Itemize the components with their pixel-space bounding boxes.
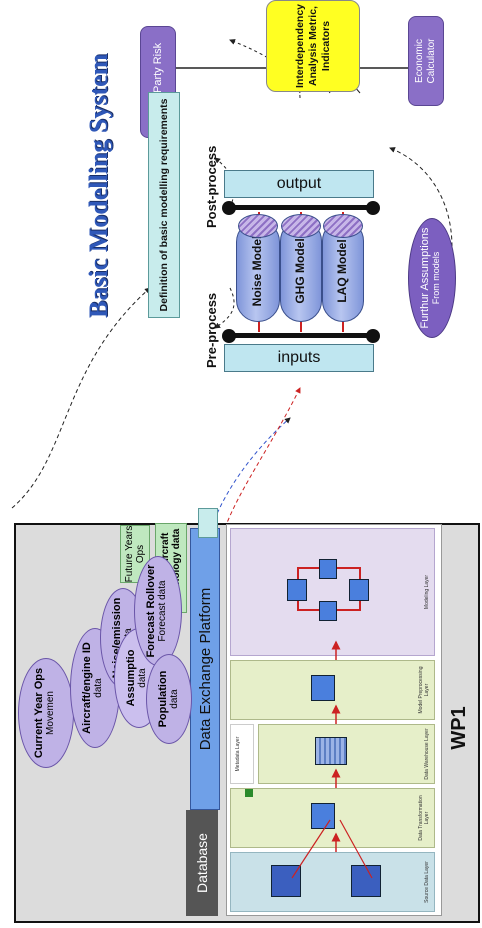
further-assumptions-sub: From models (431, 251, 441, 305)
laq-model-cap (323, 214, 363, 238)
ellipse-forecast-rollover: Forecast Rollover Forecast data (134, 556, 182, 666)
rail-knob (366, 201, 380, 215)
wp-to-definition-arrow (11, 287, 151, 509)
exchange-to-inputs-red-arrow (224, 387, 301, 529)
layer-arrows (291, 640, 373, 879)
database-bar: Database (186, 810, 218, 916)
inputs-bar: inputs (224, 344, 374, 372)
exchange-connector (198, 508, 218, 538)
further-assumptions-oval: Furthur Assumptions From models (408, 218, 456, 338)
pre-process-label: Pre-process (204, 292, 219, 368)
exchange-to-inputs-arrow (209, 417, 291, 534)
output-bar-label: output (276, 175, 322, 192)
interdependency-label: Interdependency Analysis Metric, Indicat… (293, 3, 332, 89)
inputs-bar-label: inputs (277, 349, 321, 366)
rail-knob (222, 201, 236, 215)
definition-box: Definition of basic modelling requiremen… (148, 92, 180, 318)
noise-model-cap (238, 214, 278, 238)
data-exchange-platform: Data Exchange Platform (190, 528, 220, 810)
ellipse-population: Population data (146, 654, 192, 744)
wp1-label: WP1 (448, 706, 470, 750)
economic-calculator-box: Economic Calculator (408, 16, 444, 106)
economic-calculator-label: Economic Calculator (414, 38, 437, 84)
output-bar: output (224, 170, 374, 198)
further-assumptions-title: Furthur Assumptions (419, 227, 431, 329)
output-rail (228, 205, 372, 210)
ghg-model-cap (281, 214, 321, 238)
definition-label: Definition of basic modelling requiremen… (158, 98, 170, 312)
post-process-label: Post-process (204, 145, 219, 228)
rail-knob (366, 329, 380, 343)
inputs-rail (228, 333, 372, 338)
interdependency-box: Interdependency Analysis Metric, Indicat… (266, 0, 360, 92)
rail-knob (222, 329, 236, 343)
page-title: Basic Modelling System (84, 53, 113, 318)
ellipse-current-year-ops: Current Year Ops Movemen (18, 658, 74, 768)
definition-to-preprocess-arrow (214, 287, 235, 329)
data-exchange-label: Data Exchange Platform (196, 587, 214, 751)
database-label: Database (194, 833, 210, 893)
